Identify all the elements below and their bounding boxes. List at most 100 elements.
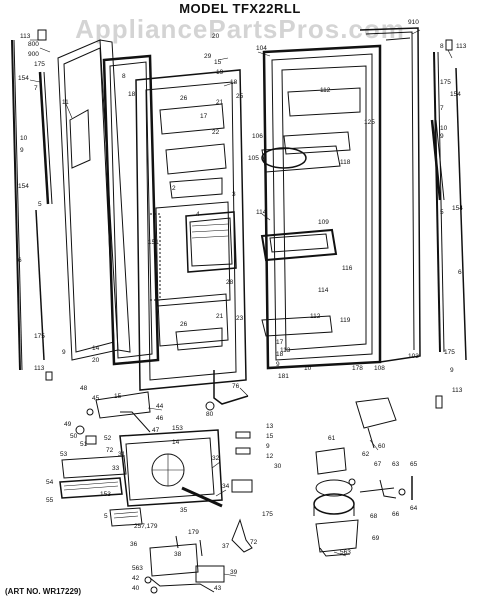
part-callout: 113 xyxy=(452,387,463,394)
part-callout: 2 xyxy=(172,185,176,192)
part-callout: 25 xyxy=(236,93,244,100)
part-callout: 55 xyxy=(46,497,54,504)
diagram-title: MODEL TFX22RLL xyxy=(179,1,301,16)
door-shelves xyxy=(260,87,361,337)
part-callout: 119 xyxy=(340,317,351,324)
part-callout: 18 xyxy=(276,351,284,358)
part-callout: 900 xyxy=(28,51,39,58)
part-callout: 53 xyxy=(60,451,68,458)
part-callout: 18 xyxy=(230,79,238,86)
part-callout: 22 xyxy=(212,129,220,136)
part-callout: 47 xyxy=(152,427,160,434)
part-callout: 154 xyxy=(450,91,461,98)
part-callout: 15 xyxy=(266,433,274,440)
part-callout: 7 xyxy=(34,85,38,92)
part-callout: 15 xyxy=(214,59,222,66)
part-callout: 154 xyxy=(452,205,463,212)
part-callout: 14 xyxy=(172,439,180,446)
part-callout: 257,179 xyxy=(134,523,158,530)
part-callout: 118 xyxy=(340,159,351,166)
part-callout: 48 xyxy=(80,385,88,392)
part-callout: 106 xyxy=(252,133,263,140)
part-callout: 9 xyxy=(440,133,444,140)
part-callout: 66 xyxy=(392,511,400,518)
part-callout: 113 xyxy=(34,365,45,372)
part-callout: 14 xyxy=(92,345,100,352)
part-callout: 30 xyxy=(274,463,282,470)
part-callout: 61 xyxy=(328,435,336,442)
freezer-gasket xyxy=(102,54,160,366)
part-callout: 6 xyxy=(458,269,462,276)
part-callout: 26 xyxy=(180,95,188,102)
art-number: (ART NO. WR17229) xyxy=(5,587,82,596)
part-callout: 31 xyxy=(118,451,126,458)
part-callout: 21 xyxy=(216,313,224,320)
part-callout: 63 xyxy=(392,461,400,468)
part-callout: 9 xyxy=(20,147,24,154)
part-callout: 15 xyxy=(114,393,122,400)
part-callout: 67 xyxy=(374,461,382,468)
watermark: AppliancePartsPros.com xyxy=(75,14,405,44)
part-callout: 20 xyxy=(212,33,220,40)
part-callout: 28 xyxy=(226,279,234,286)
part-callout: 36 xyxy=(130,541,138,548)
part-callout: 154 xyxy=(18,183,29,190)
part-callout: 51 xyxy=(80,441,88,448)
part-callout: 9 xyxy=(266,443,270,450)
part-callout: 21 xyxy=(216,99,224,106)
part-callout: 113 xyxy=(20,33,31,40)
part-callout: 10 xyxy=(440,125,448,132)
part-callout: 65 xyxy=(410,461,418,468)
part-callout: 17 xyxy=(200,113,208,120)
part-callout: 563 xyxy=(132,565,143,572)
part-callout: 26 xyxy=(180,321,188,328)
part-callout: 44 xyxy=(156,403,164,410)
part-callout: 5 xyxy=(440,209,444,216)
part-callout: 105 xyxy=(248,155,259,162)
dispenser-assembly xyxy=(59,391,253,553)
part-callout: 17 xyxy=(276,339,284,346)
part-callout: 52 xyxy=(104,435,112,442)
part-callout: 13 xyxy=(266,423,274,430)
part-callout: 113 xyxy=(456,43,467,50)
part-callout: 35 xyxy=(180,507,188,514)
part-callout: 38 xyxy=(174,551,182,558)
part-callout: 23 xyxy=(236,315,244,322)
part-callout: 68 xyxy=(370,513,378,520)
part-callout: 175 xyxy=(34,61,45,68)
part-callout: 125 xyxy=(364,119,375,126)
part-callout: 62 xyxy=(362,451,370,458)
part-callout: 33 xyxy=(112,465,120,472)
part-callout: 49 xyxy=(64,421,72,428)
part-callout: 114 xyxy=(256,209,267,216)
part-callout: 153 xyxy=(100,491,111,498)
part-callout: 42 xyxy=(132,575,140,582)
part-callout: 11 xyxy=(62,99,69,106)
part-callout: 43 xyxy=(214,585,222,592)
part-callout: 175 xyxy=(444,349,455,356)
part-callout: 19 xyxy=(216,69,224,76)
part-callout: 114 xyxy=(318,287,329,294)
part-callout: 175 xyxy=(262,511,273,518)
circuit-board-wiring xyxy=(144,535,225,594)
part-callout: 116 xyxy=(342,265,353,272)
part-callout: 39 xyxy=(230,569,238,576)
hinge-rod xyxy=(205,370,249,411)
part-callout: 10 xyxy=(304,365,312,372)
part-callout: 112 xyxy=(310,313,321,320)
part-callout: 8 xyxy=(122,73,126,80)
part-callout: 4 xyxy=(196,211,200,218)
part-callout: 153 xyxy=(172,425,183,432)
part-callout: 179 xyxy=(188,529,199,536)
part-callout: 76 xyxy=(232,383,240,390)
leader-lines xyxy=(29,29,453,577)
part-callout: 154 xyxy=(18,75,29,82)
part-callout: 112 xyxy=(320,87,331,94)
part-callout: 3 xyxy=(232,191,236,198)
part-callout: 7 xyxy=(440,105,444,112)
part-callout: 6 xyxy=(18,257,22,264)
part-callout: 32 xyxy=(212,455,220,462)
freezer-door-liner xyxy=(135,69,247,391)
part-callout: 64 xyxy=(410,505,418,512)
